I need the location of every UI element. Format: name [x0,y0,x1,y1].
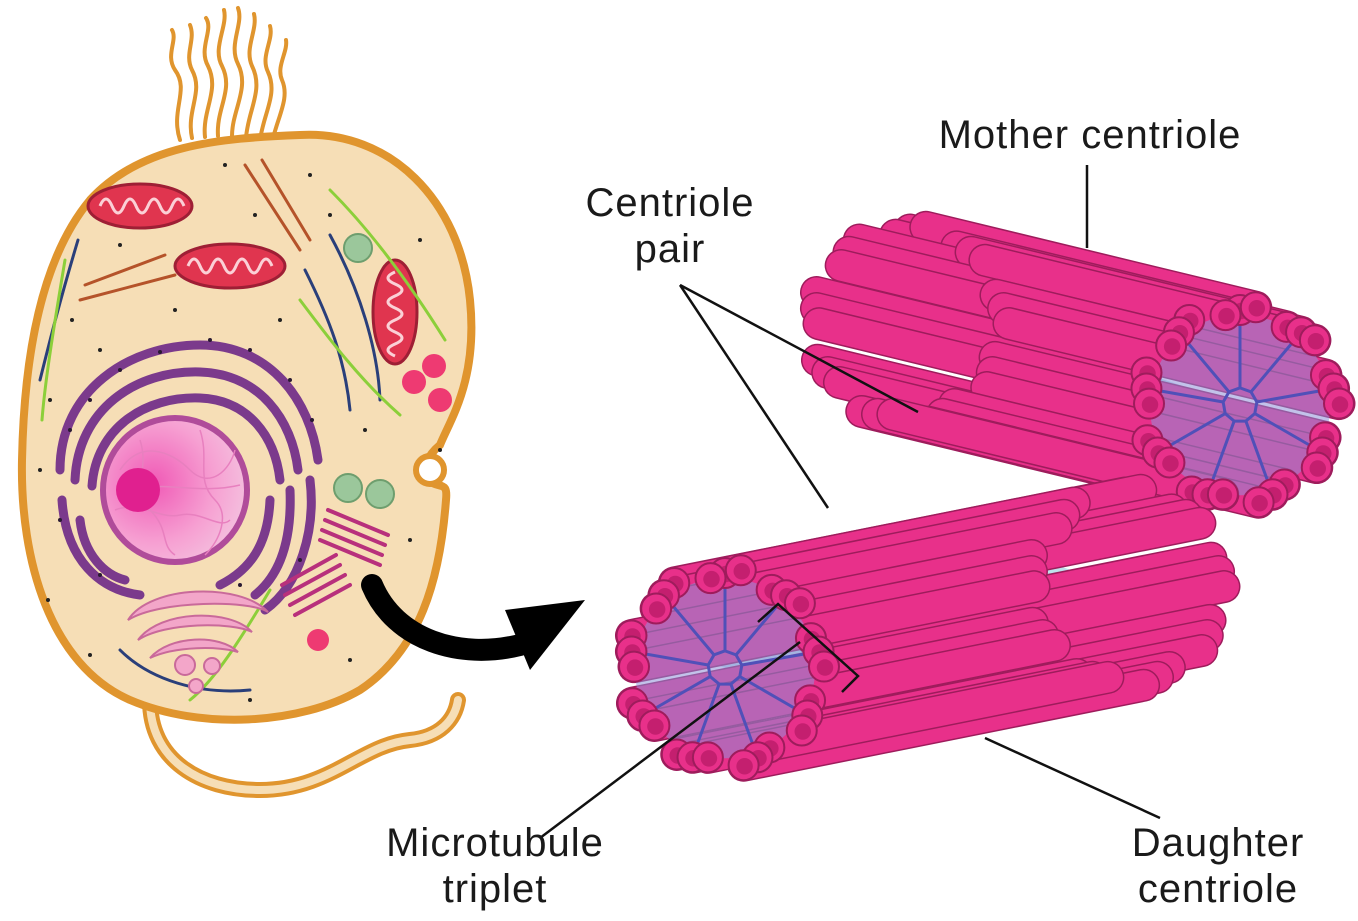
mother-tube-lumen [1308,333,1325,350]
daughter-tube-lumen [793,596,810,613]
label-daughter-line1: Daughter [1108,820,1328,866]
label-pair-line1: Centriole [560,180,780,226]
mother-tube-lumen [1162,455,1179,472]
daughter-tube-lumen [647,718,664,735]
label-mother-centriole: Mother centriole [905,112,1275,158]
label-microtubule-triplet: Microtubule triplet [360,820,630,912]
leader-daughter [985,738,1160,818]
daughter-tube-lumen [795,723,812,740]
mitochondrion [373,260,417,364]
daughter-tube-lumen [701,750,718,767]
mother-tube-lumen [1164,338,1181,355]
label-daughter-centriole: Daughter centriole [1108,820,1328,912]
label-pair-line2: pair [560,226,780,272]
daughter-tube-lumen [817,659,834,676]
daughter-tube-lumen [736,758,753,775]
mother-tube-lumen [1218,308,1235,325]
mother-tube-lumen [1332,396,1349,413]
animal-cell [22,8,472,790]
cilia [171,8,286,142]
label-centriole-pair: Centriole pair [560,180,780,272]
daughter-tube-lumen [627,659,644,676]
daughter-tube-lumen [703,571,720,588]
mitochondrion [88,184,192,228]
mother-tube-lumen [1310,460,1327,477]
label-micro-line2: triplet [360,866,630,912]
mother-tube-lumen [1142,396,1159,413]
nucleolus [116,468,160,512]
daughter-tube-lumen [649,601,666,618]
daughter-tube-lumen [734,563,751,580]
daughter-centriole [616,490,1224,780]
label-micro-line1: Microtubule [360,820,630,866]
label-daughter-line2: centriole [1108,866,1328,912]
mother-tube-lumen [1249,300,1266,317]
mother-centriole [816,227,1354,517]
label-mother-text: Mother centriole [905,112,1275,158]
mother-tube-lumen [1216,487,1233,504]
mother-tube-lumen [1251,495,1268,512]
mitochondrion [175,244,285,288]
